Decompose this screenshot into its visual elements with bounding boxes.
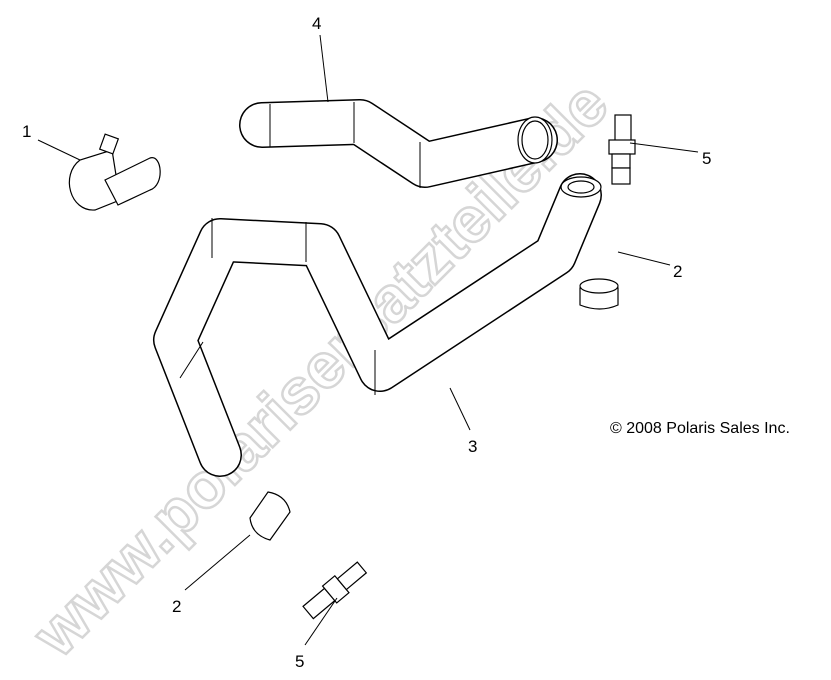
leader-2-lower bbox=[184, 534, 251, 591]
callout-1: 1 bbox=[22, 122, 31, 141]
callout-3: 3 bbox=[468, 437, 477, 456]
sleeve-upper bbox=[579, 278, 619, 310]
callout-5-lower: 5 bbox=[295, 652, 304, 671]
fitting-upper bbox=[608, 114, 636, 185]
clamp bbox=[68, 133, 161, 211]
leader-2-upper bbox=[617, 251, 671, 266]
callout-5-upper: 5 bbox=[702, 149, 711, 168]
leader-4 bbox=[319, 34, 329, 103]
leader-5-lower bbox=[304, 597, 338, 646]
leader-5-upper bbox=[629, 142, 699, 153]
sleeve-lower bbox=[249, 491, 291, 541]
hose-upper bbox=[239, 99, 558, 188]
hose-lower bbox=[153, 173, 602, 477]
callout-4: 4 bbox=[312, 14, 321, 33]
leader-3 bbox=[449, 387, 471, 431]
callout-2-upper: 2 bbox=[673, 262, 682, 281]
fitting-lower bbox=[302, 561, 368, 620]
callout-2-lower: 2 bbox=[172, 597, 181, 616]
leader-1 bbox=[37, 139, 81, 161]
copyright-notice: © 2008 Polaris Sales Inc. bbox=[610, 420, 790, 437]
